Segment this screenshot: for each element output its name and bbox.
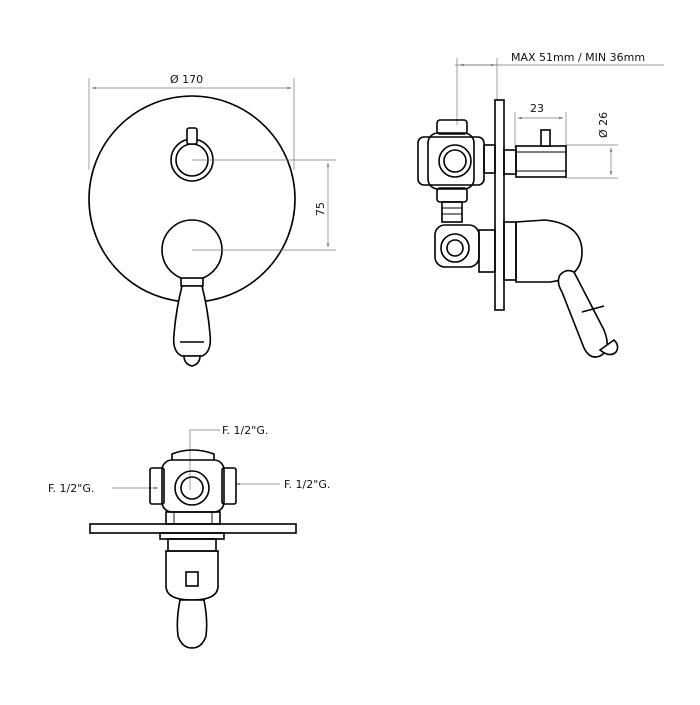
port-top-callout: F. 1/2"G. [189,424,268,490]
escutcheon-plate [88,95,296,303]
port-right-label: F. 1/2"G. [284,478,330,491]
knob-diameter-label: Ø 26 [597,112,610,138]
knob-length-label: 23 [530,102,544,115]
side-plate [494,99,505,311]
port-left-callout: F. 1/2"G. [48,482,159,495]
top-view: F. 1/2"G. F. 1/2"G. F. 1/2"G. [48,424,330,649]
top-plate [89,523,297,534]
depth-label: MAX 51mm / MIN 36mm [511,51,645,64]
depth-dimension: MAX 51mm / MIN 36mm [455,51,664,125]
side-cartridge [434,219,619,358]
diverter-knob [170,127,214,182]
diameter-dimension: Ø 170 [88,73,295,170]
diameter-label: Ø 170 [170,73,203,86]
side-diverter-knob [503,129,567,178]
height-label: 75 [314,202,327,216]
port-right-callout: F. 1/2"G. [235,478,330,491]
port-left-label: F. 1/2"G. [48,482,94,495]
top-valve-body [149,449,237,525]
mixer-lever [161,219,223,367]
top-lever [159,532,225,649]
front-view: Ø 170 75 [88,73,336,367]
port-top-label: F. 1/2"G. [222,424,268,437]
side-view: MAX 51mm / MIN 36mm 23 Ø 26 [417,51,664,358]
side-valve-body [417,119,496,223]
